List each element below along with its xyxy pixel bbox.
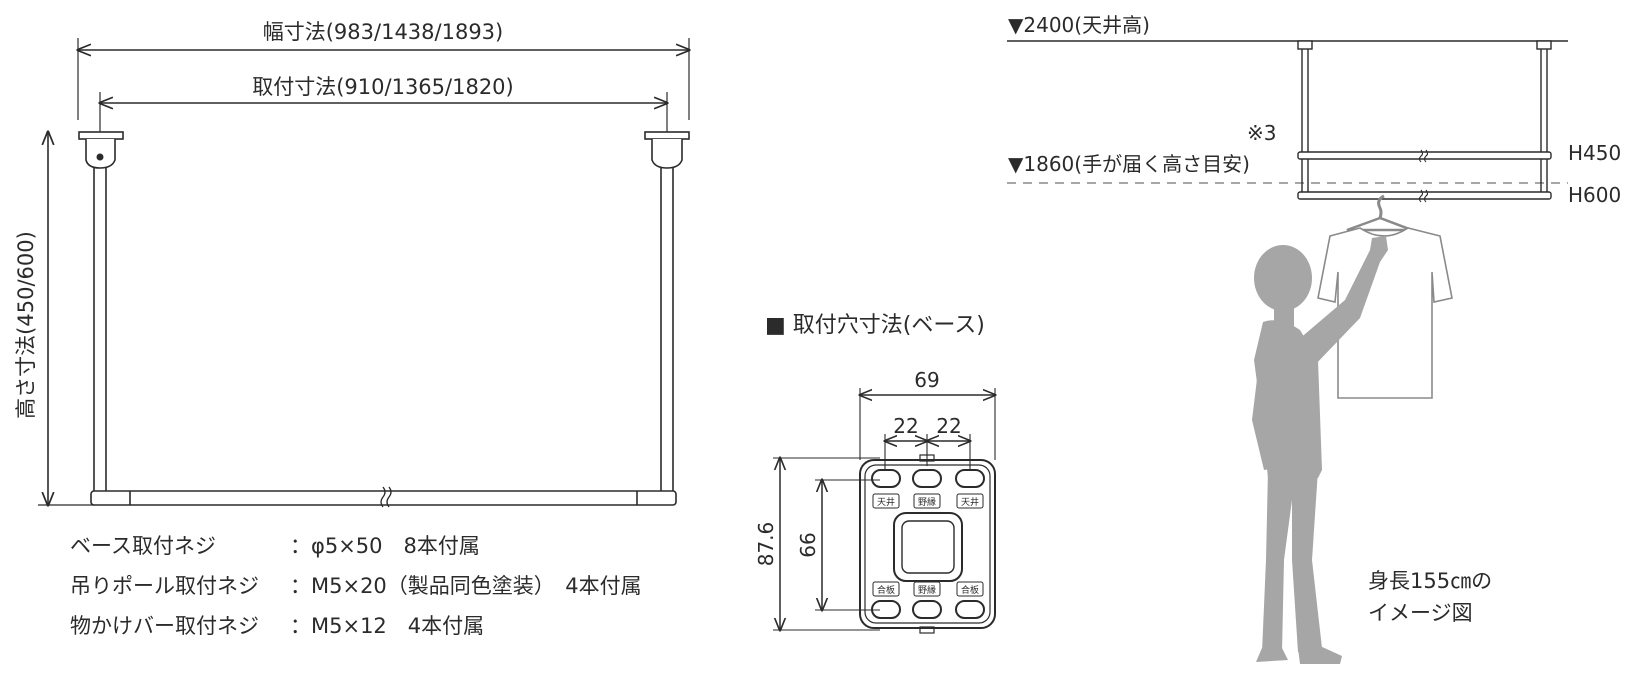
person-silhouette <box>1252 236 1388 664</box>
base-diagram-title: ■ 取付穴寸法(ベース) <box>765 313 985 338</box>
screw-spec: ：φ5×50 8本付属 <box>290 534 480 558</box>
h600-label: H600 <box>1568 183 1621 207</box>
base-tags: 天井 野縁 天井 合板 野縁 合板 <box>877 496 979 596</box>
reach-height-label: ▼1860(手が届く高さ目安) <box>1008 152 1250 176</box>
figure-caption-line1: 身長155㎝の <box>1368 569 1492 593</box>
screw-name: 物かけバー取付ネジ <box>70 614 259 638</box>
mount-dimension-label: 取付寸法(910/1365/1820) <box>252 75 514 99</box>
figure-caption-line2: イメージ図 <box>1368 601 1473 625</box>
height-dimension-label: 高さ寸法(450/600) <box>14 231 38 419</box>
tag-label: 天井 <box>877 496 895 508</box>
tag-label: 合板 <box>961 584 979 596</box>
note-label: ※3 <box>1247 121 1276 145</box>
hanging-bar <box>90 486 677 508</box>
shirt-on-hanger <box>1317 194 1453 399</box>
hanger-front-view <box>38 38 690 508</box>
screw-spec: ：M5×12 4本付属 <box>290 614 484 638</box>
tag-label: 野縁 <box>918 496 936 508</box>
base-plate <box>773 388 995 634</box>
screw-name: ベース取付ネジ <box>70 534 216 558</box>
width-dimension-label: 幅寸法(983/1438/1893) <box>263 20 504 44</box>
base-inner-height-label: 66 <box>796 532 820 557</box>
left-pole <box>78 131 124 492</box>
h450-label: H450 <box>1568 141 1621 165</box>
screw-list: ベース取付ネジ ：φ5×50 8本付属 吊りポール取付ネジ ：M5×20（製品同… <box>70 534 642 638</box>
right-pole <box>644 131 690 492</box>
base-width-label: 69 <box>914 368 939 392</box>
base-pitch-left-label: 22 <box>893 414 918 438</box>
tag-label: 合板 <box>877 584 895 596</box>
installation-side-view <box>1007 40 1568 203</box>
screw-name: 吊りポール取付ネジ <box>70 574 259 598</box>
tag-label: 野縁 <box>918 584 936 596</box>
tag-label: 天井 <box>961 496 979 508</box>
base-height-label: 87.6 <box>754 522 778 567</box>
ceiling-height-label: ▼2400(天井高) <box>1008 13 1150 37</box>
base-pitch-right-label: 22 <box>936 414 961 438</box>
screw-spec: ：M5×20（製品同色塗装） 4本付属 <box>290 574 642 598</box>
